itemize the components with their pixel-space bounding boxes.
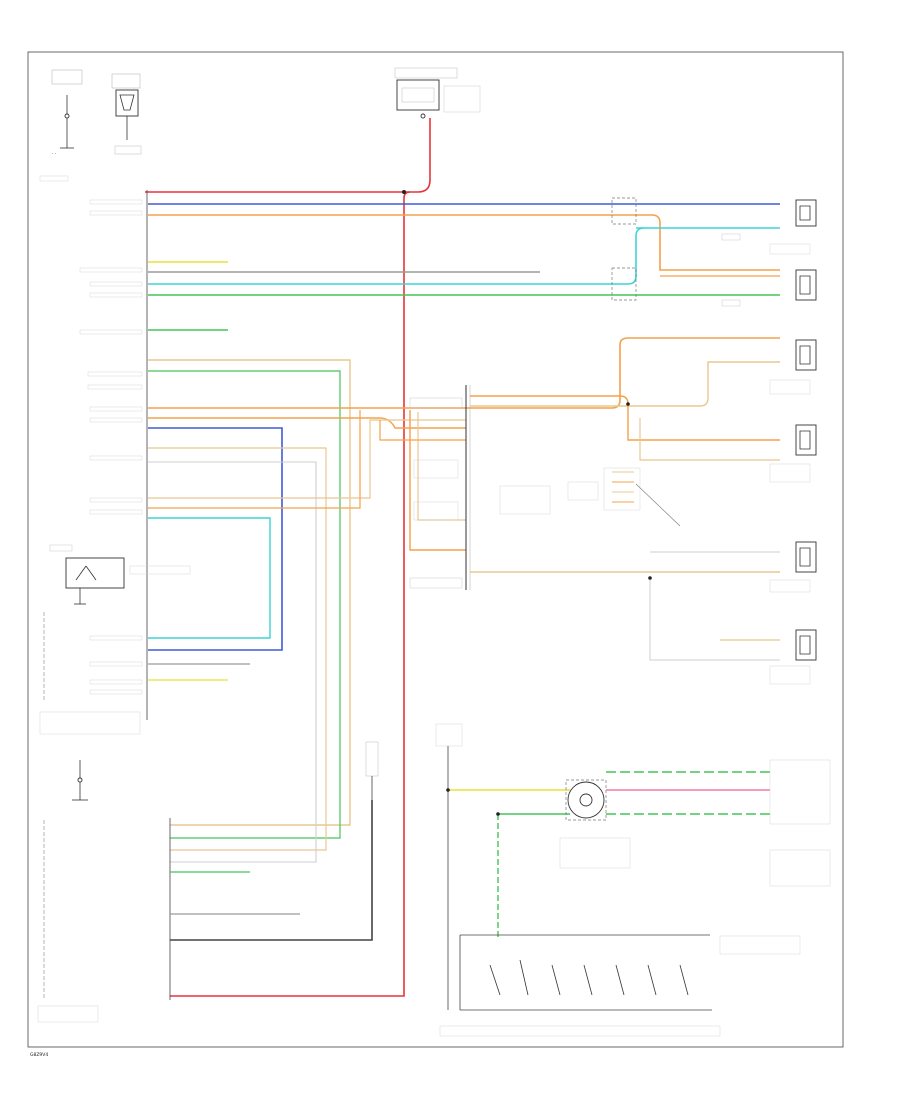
footer-code: G8Z9V4 <box>30 1052 48 1058</box>
splice-dots <box>402 190 652 816</box>
left-front-tweeter <box>769 424 817 483</box>
wire-cyan-b <box>148 517 271 639</box>
svg-text:· ·: · · <box>52 152 56 157</box>
steering-wheel-controls <box>435 723 831 1010</box>
wire-orange-amp-2 <box>379 420 466 441</box>
radio-pin-labels <box>39 175 143 695</box>
speaker-top-left <box>111 73 142 155</box>
connector-c1 <box>611 197 637 225</box>
left-rear-speaker <box>769 541 817 593</box>
amp-out-orange-2 <box>619 395 780 441</box>
wire-tan-b <box>148 447 327 851</box>
diagram-frame <box>27 51 844 1048</box>
wire-blue-b <box>148 427 283 651</box>
right-front-speaker <box>721 199 817 255</box>
amplifier <box>409 385 599 590</box>
wire-black-bottom <box>170 800 373 941</box>
amp-pinout <box>603 467 681 527</box>
amp-out-orange-3 <box>639 418 780 461</box>
wire-tan-a <box>148 359 351 826</box>
wire-green-b <box>148 370 341 839</box>
antenna-mid-left <box>43 544 191 700</box>
steering-switch-ladder <box>439 934 801 1037</box>
wire-orange-amp-1 <box>409 410 466 551</box>
right-rear-speaker <box>721 269 817 307</box>
wire-orange-top <box>148 214 780 271</box>
power-wire-red <box>170 118 431 997</box>
antenna-bottom-left <box>37 711 141 1023</box>
wire-orange-c <box>148 337 780 409</box>
fuse-block <box>394 67 481 119</box>
wire-gray-b <box>148 461 317 863</box>
connector-c2 <box>611 267 637 301</box>
subwoofer <box>769 629 817 685</box>
left-front-speaker <box>769 339 817 395</box>
ground-symbol <box>365 741 379 777</box>
amp-out-tan-1 <box>470 361 780 407</box>
antenna-top-left: · · <box>51 69 83 157</box>
wire-cyan-mid <box>148 227 645 285</box>
amp-out-gray-2 <box>649 580 780 661</box>
wire-orange-e <box>148 410 361 509</box>
